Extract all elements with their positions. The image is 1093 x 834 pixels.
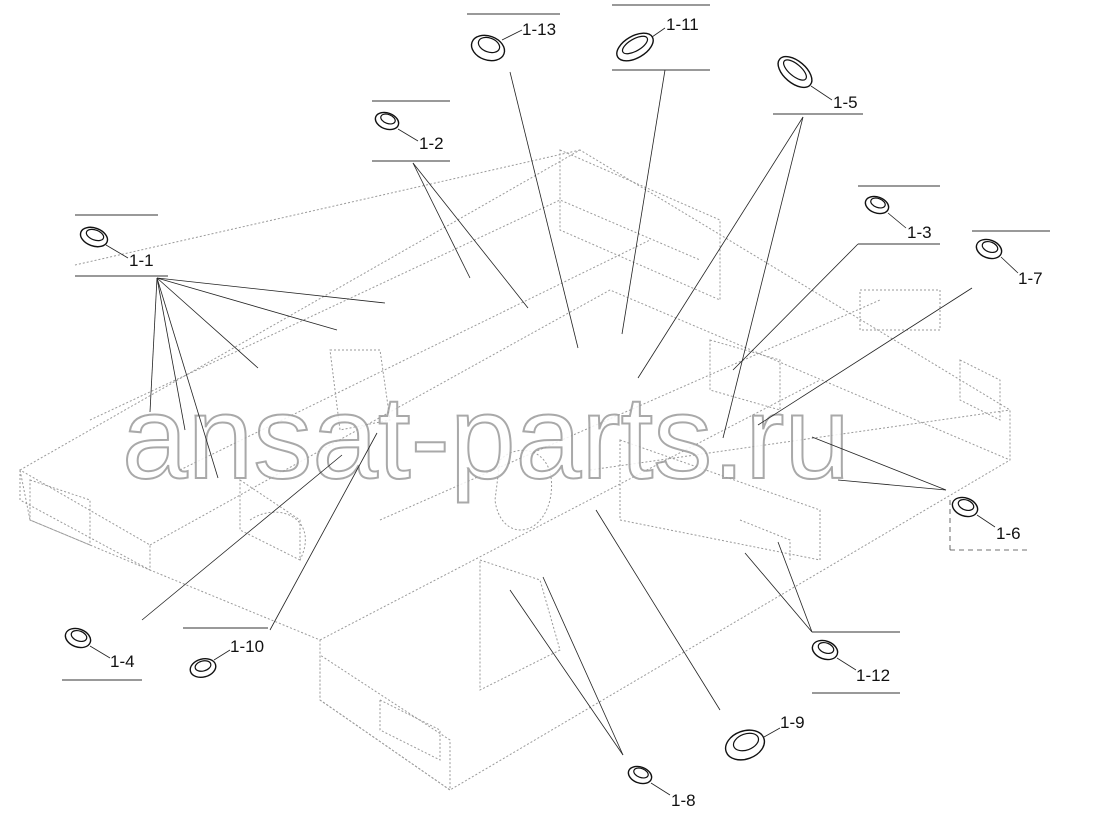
callout-1-3: 1-3	[907, 223, 932, 242]
part-icons	[64, 32, 1003, 785]
airframe-frame-drawing	[19, 149, 1011, 791]
callout-1-1: 1-1	[129, 251, 154, 270]
callout-1-12: 1-12	[856, 666, 890, 685]
part-1-2-ring-icon	[374, 111, 400, 131]
callout-1-5: 1-5	[833, 93, 858, 112]
part-1-3-ring-icon	[864, 195, 890, 215]
part-1-11-ring-icon	[616, 32, 654, 62]
callout-1-6: 1-6	[996, 524, 1021, 543]
part-1-9-ring-icon	[724, 729, 766, 761]
part-1-12-ring-icon	[811, 639, 839, 661]
part-1-6-ring-icon	[951, 496, 979, 518]
part-1-8-ring-icon	[627, 765, 653, 785]
part-1-1-ring-icon	[79, 226, 109, 248]
callout-1-10: 1-10	[230, 637, 264, 656]
callout-1-11: 1-11	[666, 15, 699, 34]
part-1-5-ring-icon	[777, 55, 813, 89]
callout-labels: 1-1 1-2 1-3 1-4 1-5 1-6 1-7 1-8 1-9 1-10…	[110, 15, 1043, 810]
part-1-7-ring-icon	[975, 238, 1003, 260]
callout-1-9: 1-9	[780, 713, 805, 732]
callout-1-6-frame	[949, 500, 1028, 551]
part-1-10-ring-icon	[189, 657, 217, 679]
callout-1-4: 1-4	[110, 652, 135, 671]
callout-1-7: 1-7	[1018, 269, 1043, 288]
callout-1-2: 1-2	[419, 134, 444, 153]
callout-1-8: 1-8	[671, 791, 696, 810]
callout-rules	[62, 4, 1050, 694]
leader-lines	[141, 69, 973, 756]
watermark-text: ansat-parts.ru	[122, 372, 850, 504]
ring-connectors	[89, 27, 1019, 796]
callout-1-13: 1-13	[522, 20, 556, 39]
part-1-13-ring-icon	[470, 34, 506, 62]
part-1-4-ring-icon	[64, 627, 92, 649]
